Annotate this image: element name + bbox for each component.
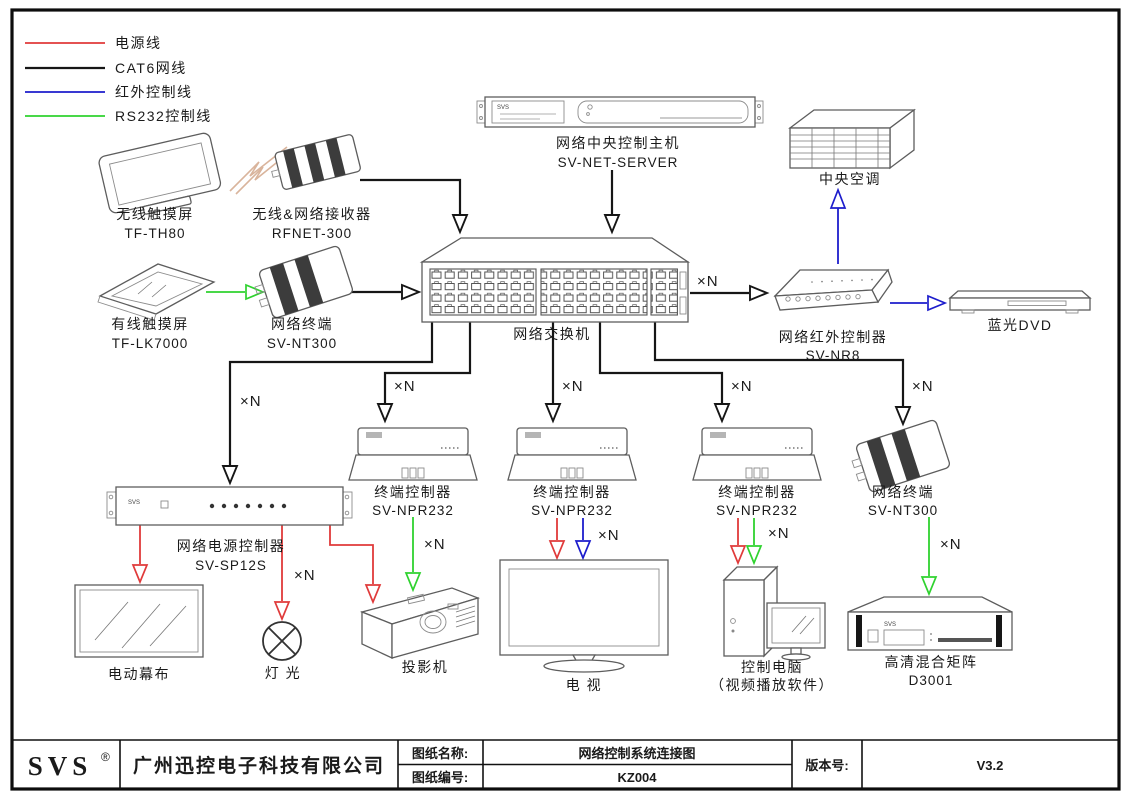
xn-label: ×N	[394, 378, 416, 395]
xn-label: ×N	[697, 273, 719, 290]
light-label: 灯 光	[265, 665, 301, 681]
control-pc-note: （视频播放软件）	[710, 677, 834, 693]
central-ac-label: 中央空调	[819, 171, 881, 187]
power-connections: ×N ×N ×N	[131, 518, 790, 622]
network-switch-label: 网络交换机	[513, 326, 591, 342]
xn-label: ×N	[912, 378, 934, 395]
power-controller-brand: SVS	[128, 500, 140, 506]
motor-screen-label: 电动幕布	[108, 666, 170, 682]
drawing-name-label: 图纸名称:	[412, 746, 468, 761]
ir-connections	[574, 187, 948, 561]
xn-label: ×N	[768, 525, 790, 542]
wireless-receiver-model: RFNET-300	[272, 226, 352, 241]
xn-label: ×N	[940, 536, 962, 553]
drawing-name-value: 网络控制系统连接图	[578, 746, 695, 761]
version-value: V3.2	[977, 758, 1004, 773]
xn-label: ×N	[294, 567, 316, 584]
device-motor-screen: 电动幕布	[74, 584, 204, 682]
ir-controller-model: SV-NR8	[806, 348, 861, 363]
power-controller-model: SV-SP12S	[195, 558, 267, 573]
device-control-pc: 控制电脑 （视频播放软件）	[710, 565, 834, 693]
terminal-controller-2-label: 终端控制器	[533, 484, 611, 500]
wireless-touchscreen-label: 无线触摸屏	[116, 206, 194, 222]
power-controller-label: 网络电源控制器	[177, 538, 286, 554]
hd-matrix-label: 高清混合矩阵	[885, 654, 978, 670]
wired-touchscreen-model: TF-LK7000	[112, 336, 189, 351]
terminal-controller-3-label: 终端控制器	[718, 484, 796, 500]
central-host-label: 网络中央控制主机	[556, 135, 680, 151]
device-terminal-controller-3: 终端控制器 SV-NPR232	[692, 427, 822, 518]
device-wireless-touchscreen: 无线触摸屏 TF-TH80	[98, 132, 222, 241]
wireless-signal-icon	[229, 146, 292, 195]
device-network-terminal-right: 网络终端 SV-NT300	[851, 419, 951, 518]
hd-matrix-model: D3001	[909, 673, 954, 688]
device-wireless-receiver: 无线&网络接收器 RFNET-300	[252, 134, 371, 241]
xn-label: ×N	[562, 378, 584, 395]
legend-label-rs232: RS232控制线	[115, 108, 212, 124]
company-name: 广州迅控电子科技有限公司	[133, 754, 385, 777]
device-terminal-controller-2: 终端控制器 SV-NPR232	[507, 427, 637, 518]
xn-label: ×N	[240, 393, 262, 410]
projector-label: 投影机	[402, 659, 449, 675]
device-network-switch: 网络交换机	[419, 237, 691, 342]
device-central-host: SVS 网络中央控制主机 SV-NET-SERVER	[476, 96, 764, 170]
wired-touchscreen-label: 有线触摸屏	[111, 316, 189, 332]
device-wired-touchscreen: 有线触摸屏 TF-LK7000	[97, 263, 216, 351]
device-central-ac: 中央空调	[788, 108, 916, 187]
device-power-controller: SVS 网络电源控制器 SV-SP12S	[106, 486, 353, 573]
central-host-model: SV-NET-SERVER	[558, 155, 679, 170]
hd-matrix-brand: SVS	[884, 622, 896, 628]
company-logo: SVS	[28, 751, 93, 781]
bluray-dvd-label: 蓝光DVD	[987, 317, 1052, 333]
host-brand: SVS	[497, 105, 509, 111]
network-terminal-left-label: 网络终端	[271, 316, 333, 332]
drawing-frame	[10, 8, 1121, 791]
wireless-touchscreen-model: TF-TH80	[125, 226, 186, 241]
legend-label-power: 电源线	[115, 35, 162, 51]
legend: 电源线 CAT6网线 红外控制线 RS232控制线	[25, 35, 212, 124]
network-terminal-right-label: 网络终端	[872, 484, 934, 500]
device-bluray-dvd: 蓝光DVD	[948, 290, 1092, 333]
title-block: SVS ® 广州迅控电子科技有限公司 图纸名称: 网络控制系统连接图 图纸编号:…	[12, 739, 1119, 789]
tv-label: 电 视	[566, 677, 602, 693]
device-light: 灯 光	[262, 621, 302, 681]
legend-label-ir: 红外控制线	[115, 84, 193, 100]
ir-controller-label: 网络红外控制器	[779, 329, 888, 345]
device-projector: 投影机	[359, 587, 481, 675]
device-ir-controller: 网络红外控制器 SV-NR8	[773, 268, 893, 363]
wireless-receiver-label: 无线&网络接收器	[252, 206, 371, 222]
xn-label: ×N	[731, 378, 753, 395]
terminal-controller-1-model: SV-NPR232	[372, 503, 454, 518]
xn-label: ×N	[424, 536, 446, 553]
terminal-controller-3-model: SV-NPR232	[716, 503, 798, 518]
logo-registered-mark: ®	[101, 750, 110, 764]
drawing-no-value: KZ004	[617, 770, 657, 785]
device-terminal-controller-1: 终端控制器 SV-NPR232	[348, 427, 478, 518]
drawing-no-label: 图纸编号:	[412, 770, 468, 785]
legend-label-cat6: CAT6网线	[115, 60, 187, 76]
rs232-connections: ×N ×N	[206, 283, 962, 597]
network-terminal-right-model: SV-NT300	[868, 503, 938, 518]
device-hd-matrix: SVS 高清混合矩阵 D3001	[847, 596, 1013, 688]
xn-label: ×N	[598, 527, 620, 544]
control-pc-label: 控制电脑	[741, 659, 803, 675]
network-terminal-left-model: SV-NT300	[267, 336, 337, 351]
device-network-terminal-left: 网络终端 SV-NT300	[254, 245, 354, 351]
cat6-connections: ×N ×N ×N ×N ×N ×N	[221, 170, 934, 486]
version-label: 版本号:	[805, 758, 848, 773]
terminal-controller-2-model: SV-NPR232	[531, 503, 613, 518]
terminal-controller-1-label: 终端控制器	[374, 484, 452, 500]
device-tv: 电 视	[499, 559, 669, 693]
